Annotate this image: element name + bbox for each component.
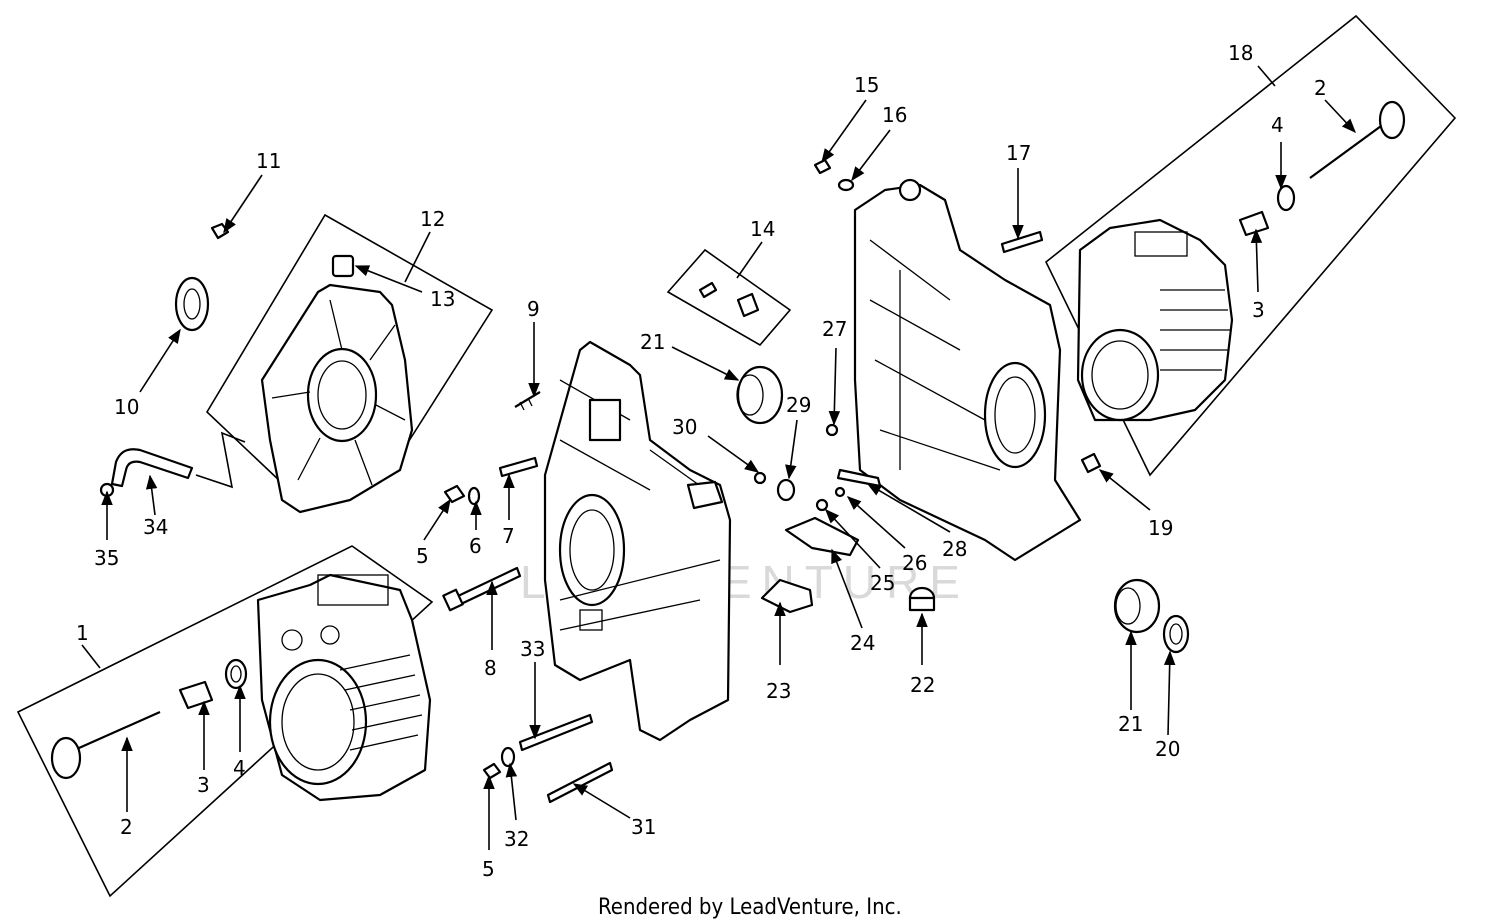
gear-cover-group xyxy=(99,213,494,514)
callout-8: 8 xyxy=(484,656,497,680)
callout-6: 6 xyxy=(469,534,482,558)
callout-33: 33 xyxy=(520,637,545,661)
callout-16: 16 xyxy=(882,103,907,127)
callout-4-left: 4 xyxy=(233,756,246,780)
callout-5-lower: 5 xyxy=(482,857,495,881)
callout-24: 24 xyxy=(850,631,875,655)
callout-labels: 1 2 3 4 5 6 7 8 9 10 11 12 13 14 15 16 1… xyxy=(76,41,1327,881)
callout-15: 15 xyxy=(854,73,879,97)
callout-28: 28 xyxy=(942,537,967,561)
cylinder-group-right xyxy=(1044,14,1457,654)
callout-10: 10 xyxy=(114,395,139,419)
callout-4-right: 4 xyxy=(1271,113,1284,137)
callout-22: 22 xyxy=(910,673,935,697)
callout-2-left: 2 xyxy=(120,815,133,839)
leader-lines xyxy=(81,65,1356,850)
callout-19: 19 xyxy=(1148,516,1173,540)
callout-14: 14 xyxy=(750,217,775,241)
callout-5-upper: 5 xyxy=(416,544,429,568)
callout-30: 30 xyxy=(672,415,697,439)
callout-21-right: 21 xyxy=(1118,712,1143,736)
callout-9: 9 xyxy=(527,297,540,321)
callout-12: 12 xyxy=(420,207,445,231)
callout-21-center: 21 xyxy=(640,330,665,354)
callout-2-right: 2 xyxy=(1314,76,1327,100)
callout-23: 23 xyxy=(766,679,791,703)
callout-18: 18 xyxy=(1228,41,1253,65)
callout-26: 26 xyxy=(902,551,927,575)
callout-17: 17 xyxy=(1006,141,1031,165)
callout-3-right: 3 xyxy=(1252,298,1265,322)
callout-31: 31 xyxy=(631,815,656,839)
callout-11: 11 xyxy=(256,149,281,173)
callout-29: 29 xyxy=(786,393,811,417)
callout-20: 20 xyxy=(1155,737,1180,761)
callout-7: 7 xyxy=(502,524,515,548)
callout-34: 34 xyxy=(143,515,168,539)
crankcase-center xyxy=(442,340,732,804)
callout-3-left: 3 xyxy=(197,773,210,797)
callout-35: 35 xyxy=(94,546,119,570)
crankcase-right xyxy=(813,158,1082,562)
cylinder-group-left xyxy=(16,545,434,898)
callout-32: 32 xyxy=(504,827,529,851)
bearing-kit-group xyxy=(666,248,936,614)
callout-25: 25 xyxy=(870,571,895,595)
footer-credit: Rendered by LeadVenture, Inc. xyxy=(598,895,902,920)
callout-1: 1 xyxy=(76,621,89,645)
callout-27: 27 xyxy=(822,317,847,341)
callout-13: 13 xyxy=(430,287,455,311)
